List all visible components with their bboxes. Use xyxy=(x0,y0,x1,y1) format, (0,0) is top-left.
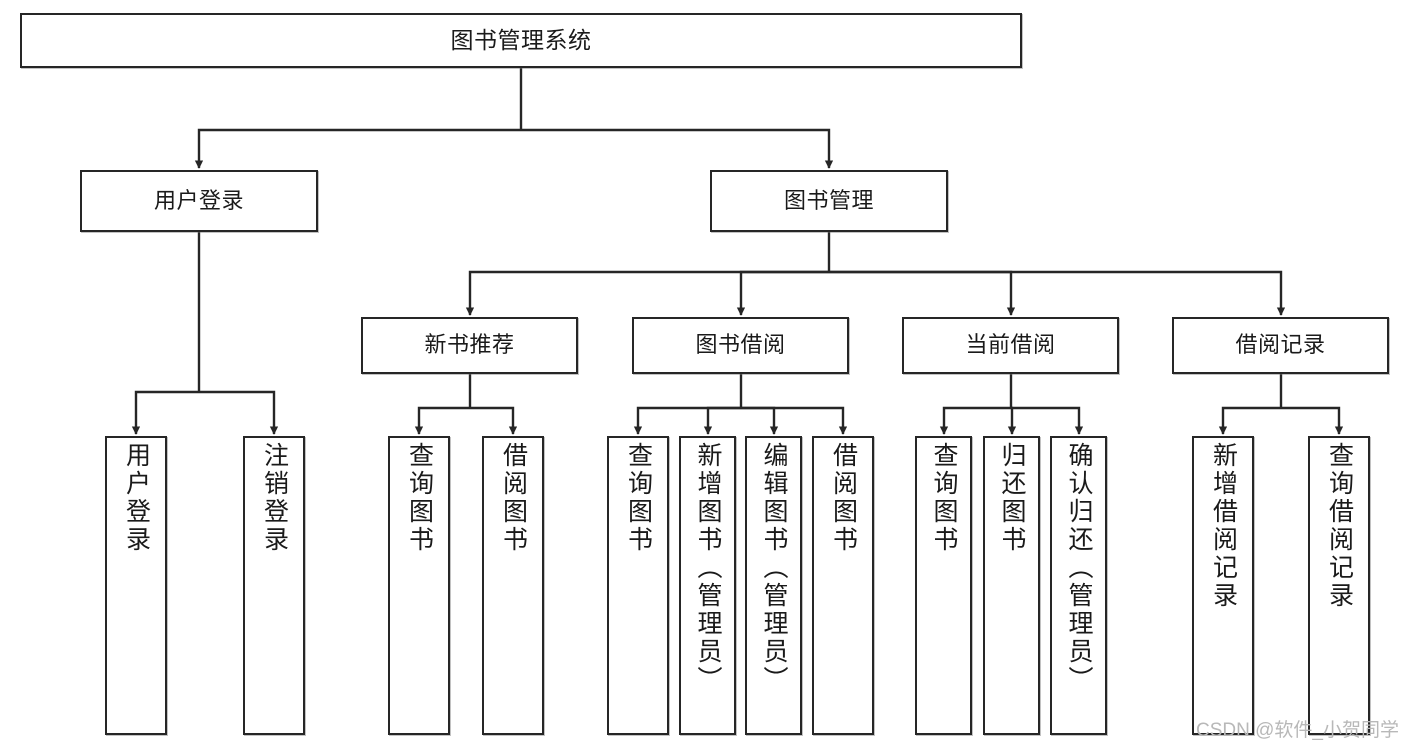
node-label: 查询图书 xyxy=(405,442,434,554)
connector-bookmgmt-to-newbook xyxy=(465,270,829,316)
node-label: 图书管理系统 xyxy=(450,26,592,53)
node-leaf-borrow-3[interactable]: 编辑图书（管理员） xyxy=(745,436,802,735)
node-current[interactable]: 当前借阅 xyxy=(902,317,1119,374)
node-label: 注销登录 xyxy=(260,442,289,554)
connector-borrow-to-leaf-borrow-2 xyxy=(703,406,741,435)
node-leaf-borrow-1[interactable]: 查询图书 xyxy=(607,436,669,735)
connector-records-to-leaf-rec-2 xyxy=(1281,406,1344,435)
connector-bookmgmt-to-borrow xyxy=(736,270,829,316)
node-label: 查询借阅记录 xyxy=(1325,442,1354,610)
node-label: 查询图书 xyxy=(930,442,958,554)
node-label: 新增借阅记录 xyxy=(1209,442,1238,610)
node-label: 图书借阅 xyxy=(695,332,786,358)
connector-records-to-leaf-rec-1 xyxy=(1218,406,1281,435)
node-label: 确认归还（管理员） xyxy=(1065,442,1093,694)
node-label: 用户登录 xyxy=(153,187,244,213)
connector-login-to-leaf-login-1 xyxy=(131,390,199,435)
node-label: 查询图书 xyxy=(624,442,653,554)
node-leaf-rec-1[interactable]: 新增借阅记录 xyxy=(1192,436,1254,735)
node-leaf-new-1[interactable]: 查询图书 xyxy=(388,436,450,735)
node-leaf-login-2[interactable]: 注销登录 xyxy=(243,436,305,735)
node-leaf-rec-2[interactable]: 查询借阅记录 xyxy=(1308,436,1370,735)
connector-current-to-leaf-cur-3 xyxy=(1011,406,1084,435)
node-leaf-cur-2[interactable]: 归还图书 xyxy=(983,436,1040,735)
edge-group xyxy=(131,68,1344,435)
connector-root-to-bookmgmt xyxy=(521,128,834,169)
node-records[interactable]: 借阅记录 xyxy=(1172,317,1389,374)
node-borrow[interactable]: 图书借阅 xyxy=(632,317,849,374)
node-leaf-borrow-4[interactable]: 借阅图书 xyxy=(812,436,874,735)
node-label: 借阅图书 xyxy=(499,442,528,554)
node-login[interactable]: 用户登录 xyxy=(80,170,318,232)
node-label: 新书推荐 xyxy=(424,332,515,358)
connector-current-to-leaf-cur-2 xyxy=(1007,406,1017,435)
node-leaf-cur-3[interactable]: 确认归还（管理员） xyxy=(1050,436,1107,735)
node-leaf-borrow-2[interactable]: 新增图书（管理员） xyxy=(679,436,736,735)
node-leaf-new-2[interactable]: 借阅图书 xyxy=(482,436,544,735)
node-newbook[interactable]: 新书推荐 xyxy=(361,317,578,374)
connector-current-to-leaf-cur-1 xyxy=(939,406,1011,435)
node-label: 编辑图书（管理员） xyxy=(760,442,788,694)
node-label: 归还图书 xyxy=(998,442,1026,554)
watermark: CSDN @软件_小贺同学 xyxy=(1196,720,1399,741)
connector-newbook-to-leaf-new-1 xyxy=(414,406,470,435)
connector-borrow-to-leaf-borrow-4 xyxy=(741,406,848,435)
connector-bookmgmt-to-records xyxy=(829,270,1286,316)
node-label: 用户登录 xyxy=(122,442,151,554)
connector-newbook-to-leaf-new-2 xyxy=(470,406,518,435)
connector-borrow-to-leaf-borrow-1 xyxy=(633,406,741,435)
node-label: 图书管理 xyxy=(783,187,874,213)
connector-borrow-to-leaf-borrow-3 xyxy=(741,406,779,435)
node-leaf-login-1[interactable]: 用户登录 xyxy=(105,436,167,735)
node-label: 借阅记录 xyxy=(1235,332,1326,358)
connector-root-to-login xyxy=(194,128,521,169)
node-root[interactable]: 图书管理系统 xyxy=(20,13,1022,68)
node-leaf-cur-1[interactable]: 查询图书 xyxy=(915,436,972,735)
connector-login-to-leaf-login-2 xyxy=(199,390,279,435)
connector-bookmgmt-to-current xyxy=(829,270,1016,316)
node-label: 当前借阅 xyxy=(965,332,1056,358)
node-label: 借阅图书 xyxy=(829,442,858,554)
node-bookmgmt[interactable]: 图书管理 xyxy=(710,170,948,232)
node-label: 新增图书（管理员） xyxy=(694,442,722,694)
